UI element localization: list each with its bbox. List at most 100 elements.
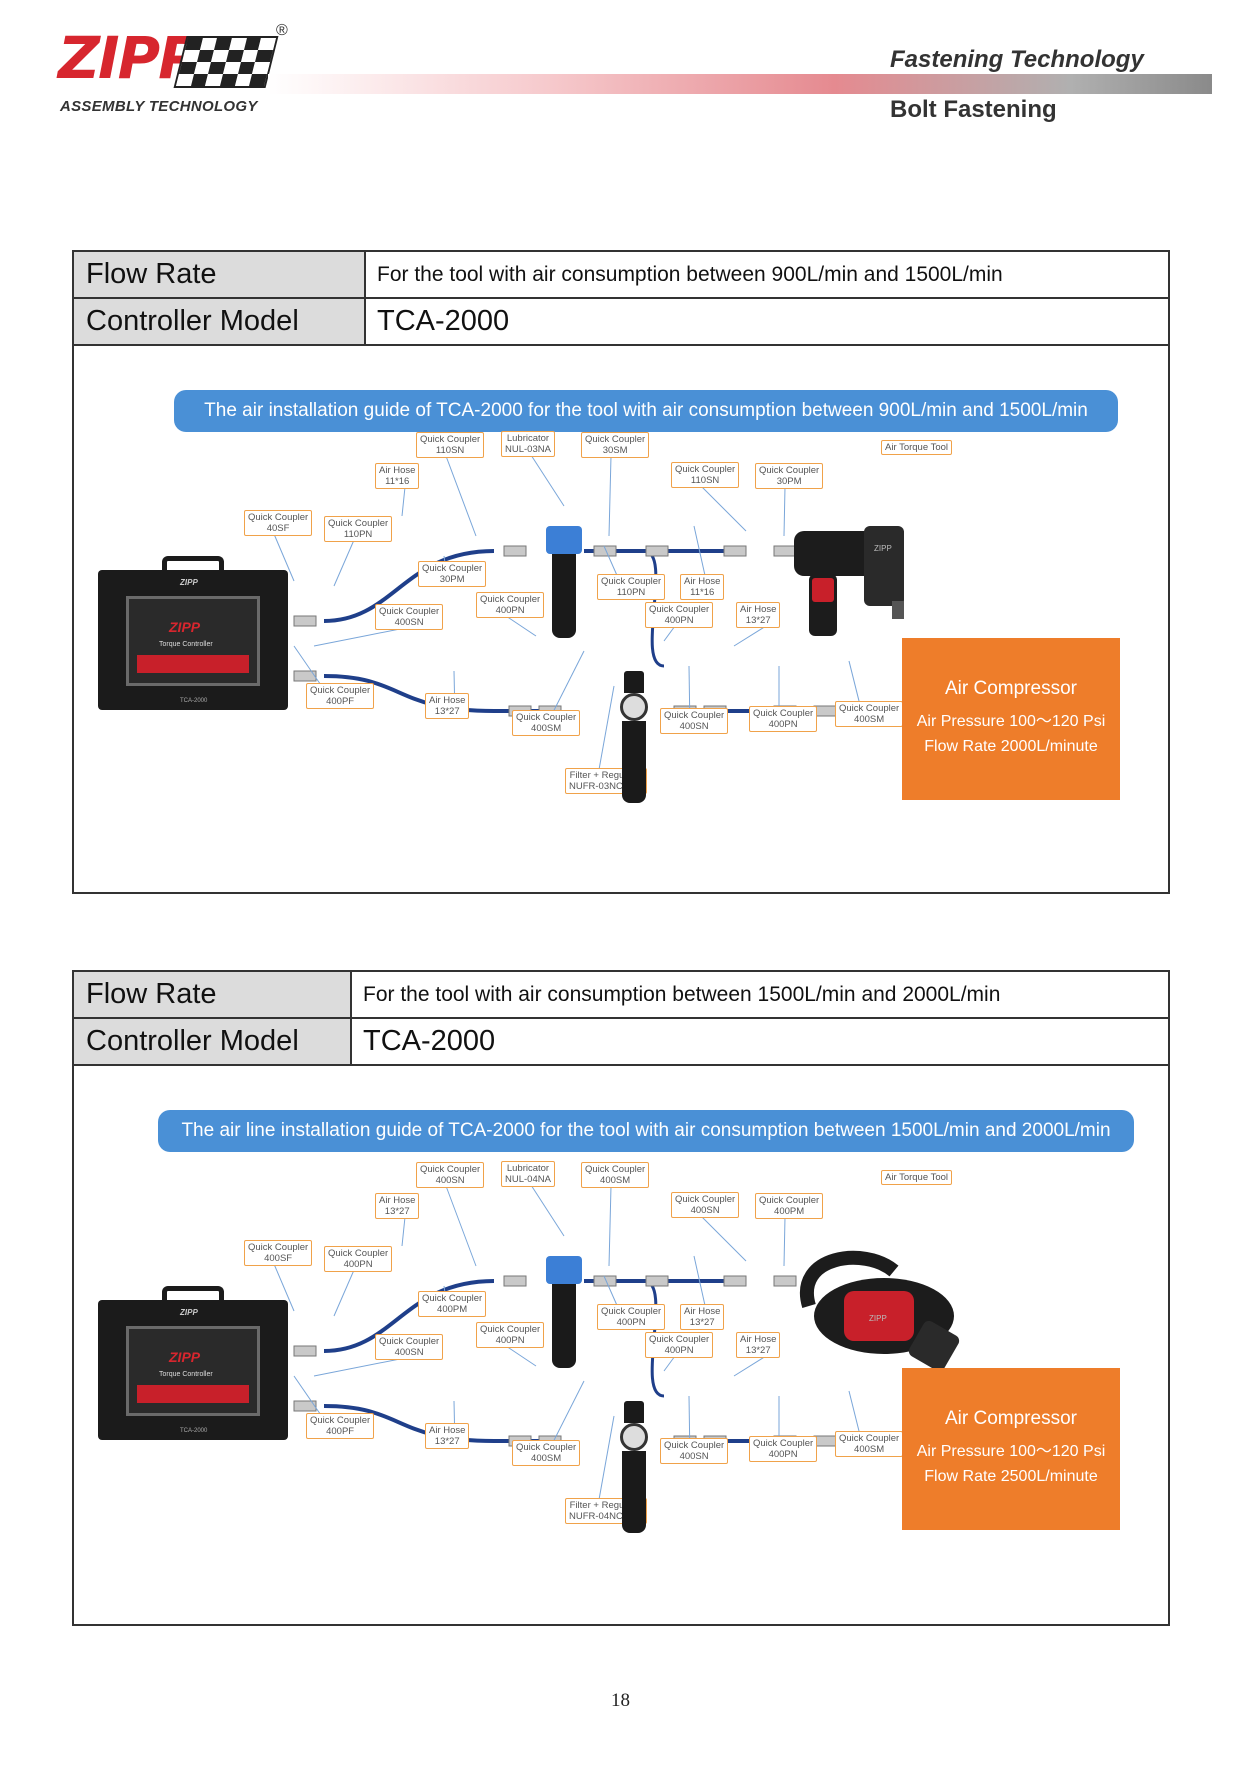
screen-text: Torque Controller xyxy=(159,641,213,648)
callout-leader-line xyxy=(273,1263,295,1312)
callout-part-number: 13*27 xyxy=(745,615,771,626)
callout-part-number: 400PN xyxy=(664,615,694,626)
callout-part-number: 400PM xyxy=(437,1304,468,1315)
callout-part-number: 13*27 xyxy=(689,1317,715,1328)
quick-coupler-fitting xyxy=(593,1275,617,1287)
quick-coupler-fitting xyxy=(723,545,747,557)
controller-model-tag: TCA-2000 xyxy=(180,1428,208,1434)
quick-coupler-fitting xyxy=(293,1400,317,1412)
callout-name: Quick Coupler xyxy=(839,1433,900,1444)
callout-part-number: 400SN xyxy=(679,721,709,732)
callout-leader-line xyxy=(700,1215,747,1262)
callout-name: Quick Coupler xyxy=(753,708,814,719)
callout-part-number: 400SM xyxy=(854,1444,885,1455)
callout-name: Quick Coupler xyxy=(601,576,662,587)
callout-name: Quick Coupler xyxy=(585,1164,646,1175)
callout-leader-line xyxy=(445,1185,477,1267)
pressure-gauge-icon xyxy=(620,693,648,721)
callout-name: Quick Coupler xyxy=(839,703,900,714)
upper-air-hose xyxy=(323,549,495,623)
quick-coupler-fitting xyxy=(293,615,317,627)
quick-coupler-fitting xyxy=(645,545,669,557)
callout-name: Air Hose xyxy=(684,576,721,587)
callout-leader-line xyxy=(505,1345,537,1367)
callout-leader-line xyxy=(530,1184,565,1237)
logo-subtitle: ASSEMBLY TECHNOLOGY xyxy=(60,98,258,115)
callout-leader-line xyxy=(505,615,537,637)
flow-rate-value: For the tool with air consumption betwee… xyxy=(377,263,1003,286)
callout-part-number: 11*16 xyxy=(385,476,410,487)
callout-part-number: 400PF xyxy=(326,1426,355,1437)
callout-part-number: 40SF xyxy=(266,523,290,534)
callout-part-number: 400SN xyxy=(394,1347,424,1358)
quick-coupler-fitting xyxy=(293,1345,317,1357)
lubricator-bowl xyxy=(552,554,576,638)
callout-part-number: 11*16 xyxy=(690,587,715,598)
lower-air-hose xyxy=(323,674,544,713)
registered-mark: ® xyxy=(276,22,288,39)
header-gradient-band xyxy=(268,74,1212,94)
large-impact-wrench-icon xyxy=(800,1250,960,1372)
flow-rate-label: Flow Rate xyxy=(74,972,352,1017)
callout-part-number: 110SN xyxy=(435,445,465,456)
zipp-logo: ZIPP ® ASSEMBLY TECHNOLOGY xyxy=(58,22,298,116)
callout-leader-line xyxy=(608,1185,612,1267)
callout-name: Quick Coupler xyxy=(310,685,371,696)
quick-coupler-fitting xyxy=(645,1275,669,1287)
callout-name: Quick Coupler xyxy=(422,1293,483,1304)
callout-leader-line xyxy=(663,625,676,642)
callout-part-number: 13*27 xyxy=(434,706,460,717)
callout-name: Quick Coupler xyxy=(585,434,646,445)
quick-coupler-fitting xyxy=(773,1275,797,1287)
callout-name: Quick Coupler xyxy=(675,464,736,475)
checkered-flag-icon xyxy=(173,36,279,88)
compressor-title: Air Compressor xyxy=(945,1408,1077,1429)
callout-name: Quick Coupler xyxy=(328,1248,389,1259)
lubricator-head xyxy=(546,526,582,554)
callout-part-number: 110PN xyxy=(616,587,646,598)
pressure-gauge-icon xyxy=(620,1423,648,1451)
screen-red-bar xyxy=(137,1385,249,1403)
tool-brand-text: ZIPP xyxy=(869,1314,887,1323)
callout-name: Quick Coupler xyxy=(601,1306,662,1317)
controller-model-tag: TCA-2000 xyxy=(180,698,208,704)
flow-rate-row: Flow Rate For the tool with air consumpt… xyxy=(74,252,1168,299)
flow-rate-value: For the tool with air consumption betwee… xyxy=(363,983,1001,1006)
flow-section-1: Flow Rate For the tool with air consumpt… xyxy=(72,250,1170,894)
callout-part-number: NUFR-03NCGHA xyxy=(569,781,644,792)
compressor-title: Air Compressor xyxy=(945,678,1077,699)
controller-brand: ZIPP xyxy=(180,578,198,587)
quick-coupler-fitting xyxy=(593,545,617,557)
callout-leader-line xyxy=(333,539,355,587)
controller-brand: ZIPP xyxy=(180,1308,198,1317)
callout-part-number: 400PN xyxy=(495,605,525,616)
controller-model-value: TCA-2000 xyxy=(377,305,510,337)
callout-name: Filter + Regulator xyxy=(569,770,643,781)
header-title: Fastening Technology xyxy=(890,46,1144,73)
callout-name: Quick Coupler xyxy=(379,1336,440,1347)
callout-leader-line xyxy=(530,454,565,507)
callout-part-number: 400PN xyxy=(664,1345,694,1356)
callout-name: Quick Coupler xyxy=(516,1442,577,1453)
quick-coupler-fitting xyxy=(813,705,837,717)
quick-coupler-fitting xyxy=(503,545,527,557)
